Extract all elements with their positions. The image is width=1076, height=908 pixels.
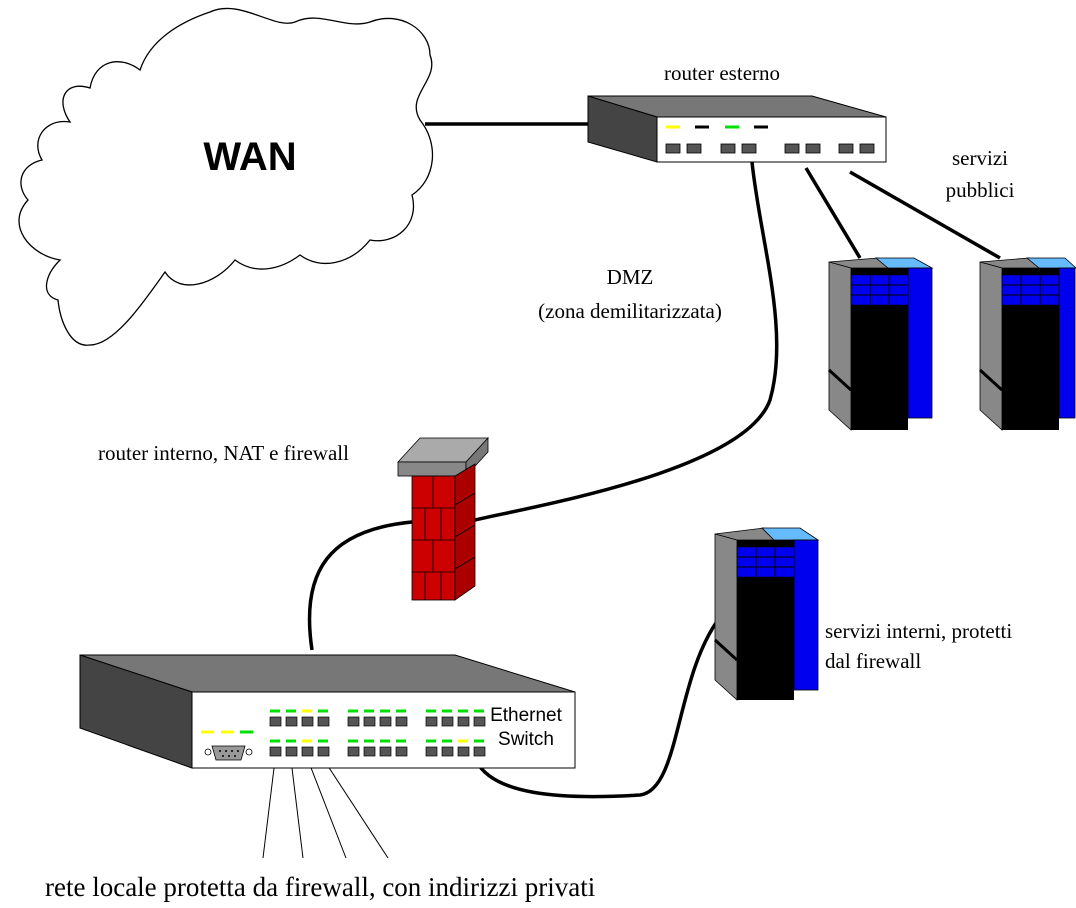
internal-services-line2: dal firewall xyxy=(825,649,921,673)
dmz-line2: (zona demilitarizzata) xyxy=(538,299,722,323)
firewall: router interno, NAT e firewall xyxy=(98,436,489,601)
switch-port xyxy=(473,716,486,727)
public-services-line2: pubblici xyxy=(946,178,1015,202)
switch-label: Ethernet Switch xyxy=(490,705,563,750)
switch-port xyxy=(347,746,360,757)
cable-dmz xyxy=(474,161,779,522)
switch-port xyxy=(285,746,298,757)
switch-label-line2: Switch xyxy=(498,729,554,750)
wan-cloud: WAN xyxy=(18,7,434,346)
switch-port xyxy=(441,716,454,727)
ethernet-switch: Ethernet Switch xyxy=(79,654,576,769)
switch-port xyxy=(395,746,408,757)
lan-wire-2 xyxy=(290,759,304,859)
lan-wire-1 xyxy=(262,759,276,859)
lan-label: rete locale protetta da firewall, con in… xyxy=(45,872,595,902)
external-router-label: router esterno xyxy=(664,61,780,85)
switch-label-line1: Ethernet xyxy=(490,705,563,726)
firewall-label: router interno, NAT e firewall xyxy=(98,441,349,465)
cable-router-server1 xyxy=(804,167,862,259)
switch-port xyxy=(457,716,470,727)
switch-port xyxy=(473,746,486,757)
internal-services-line1: servizi interni, protetti xyxy=(825,619,1012,643)
cable-router-server2 xyxy=(849,170,1001,260)
cable-firewall-switch xyxy=(307,520,413,651)
cable-switch-internal-server xyxy=(473,618,720,799)
switch-port xyxy=(363,716,376,727)
switch-port xyxy=(425,716,438,727)
switch-port xyxy=(425,746,438,757)
dmz-label: DMZ (zona demilitarizzata) xyxy=(538,265,722,323)
switch-port xyxy=(301,746,314,757)
external-router: router esterno xyxy=(587,61,887,163)
switch-port xyxy=(395,716,408,727)
switch-port xyxy=(457,746,470,757)
switch-port xyxy=(347,716,360,727)
switch-port xyxy=(301,716,314,727)
switch-port xyxy=(317,716,330,727)
switch-port xyxy=(269,716,282,727)
internal-services-label: servizi interni, protetti dal firewall xyxy=(825,619,1012,673)
switch-port xyxy=(269,746,282,757)
lan-wire-4 xyxy=(323,759,389,859)
lan-wire-3 xyxy=(307,759,347,859)
wan-label: WAN xyxy=(203,135,296,179)
switch-port xyxy=(379,746,392,757)
switch-port-groups xyxy=(269,709,486,757)
switch-port xyxy=(379,716,392,727)
public-server-1 xyxy=(827,257,934,431)
switch-port xyxy=(441,746,454,757)
serial-port xyxy=(204,745,253,761)
switch-port xyxy=(363,746,376,757)
router-ports xyxy=(665,143,875,154)
internal-server: servizi interni, protetti dal firewall xyxy=(713,527,1012,701)
switch-port xyxy=(317,746,330,757)
cables xyxy=(262,122,1001,859)
dmz-line1: DMZ xyxy=(607,265,654,289)
public-server-2 xyxy=(978,257,1076,431)
switch-port xyxy=(285,716,298,727)
public-services-label: servizi pubblici xyxy=(946,146,1015,202)
public-services-line1: servizi xyxy=(952,146,1008,170)
